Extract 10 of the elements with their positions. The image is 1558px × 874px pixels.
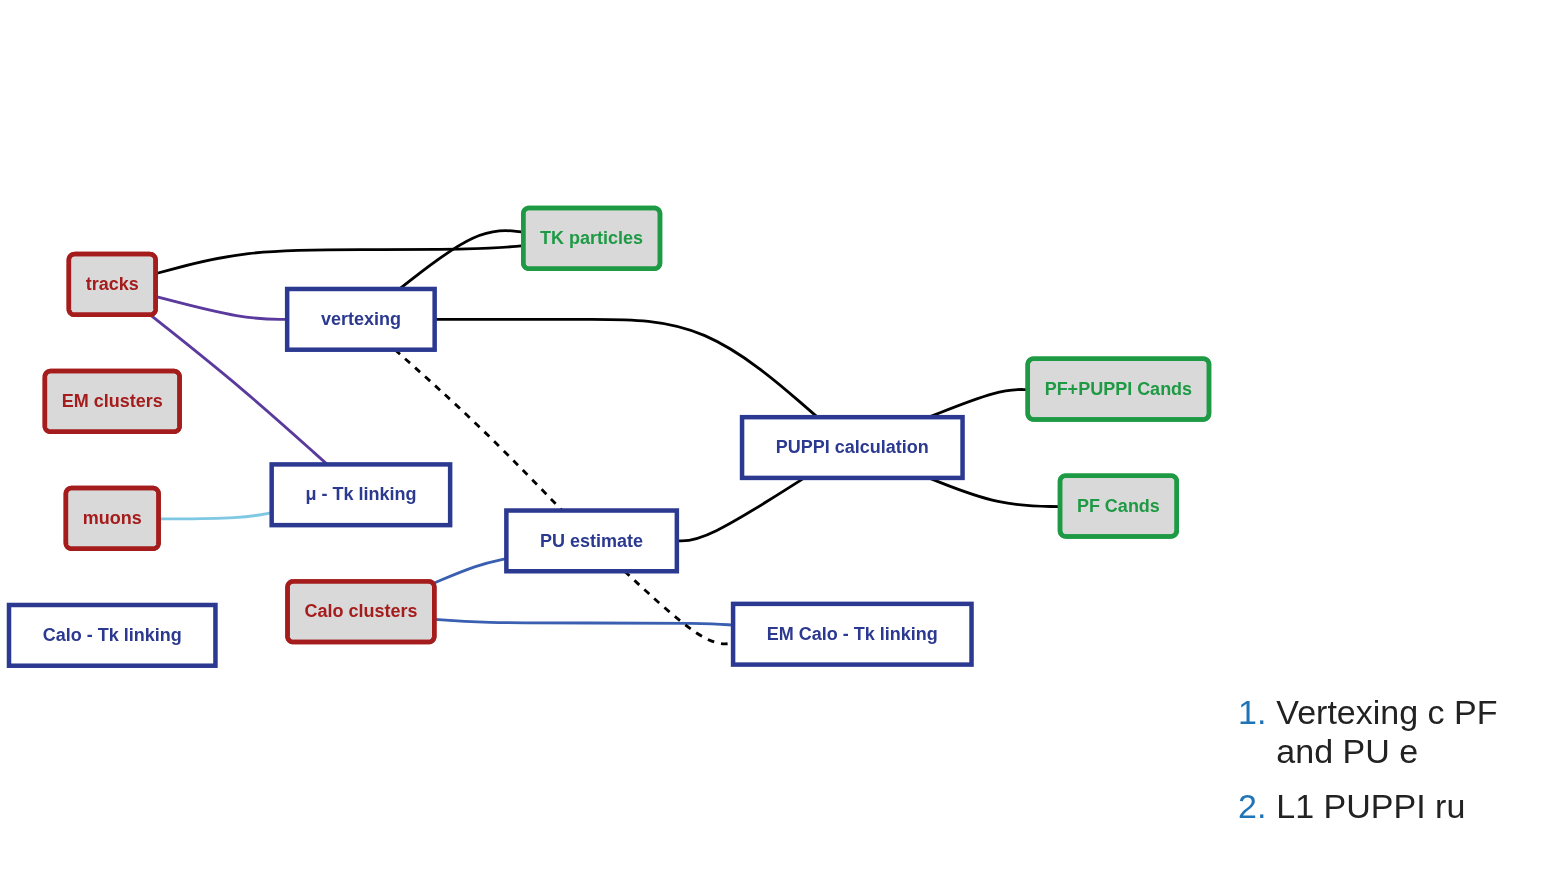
note-text: Vertexing c PF and PU e — [1276, 693, 1499, 771]
node-box: PUPPI calculation — [739, 415, 965, 481]
node-box: μ - Tk linking — [269, 462, 453, 528]
node-box: PU estimate — [504, 508, 680, 574]
node-box: EM Calo - Tk linking — [730, 601, 974, 667]
node-box: vertexing — [284, 286, 437, 353]
node-box: Calo - Tk linking — [6, 602, 218, 669]
list-number: 1. — [1238, 693, 1267, 733]
list-number: 2. — [1238, 787, 1267, 826]
note-text: L1 PUPPI ru — [1276, 787, 1466, 826]
